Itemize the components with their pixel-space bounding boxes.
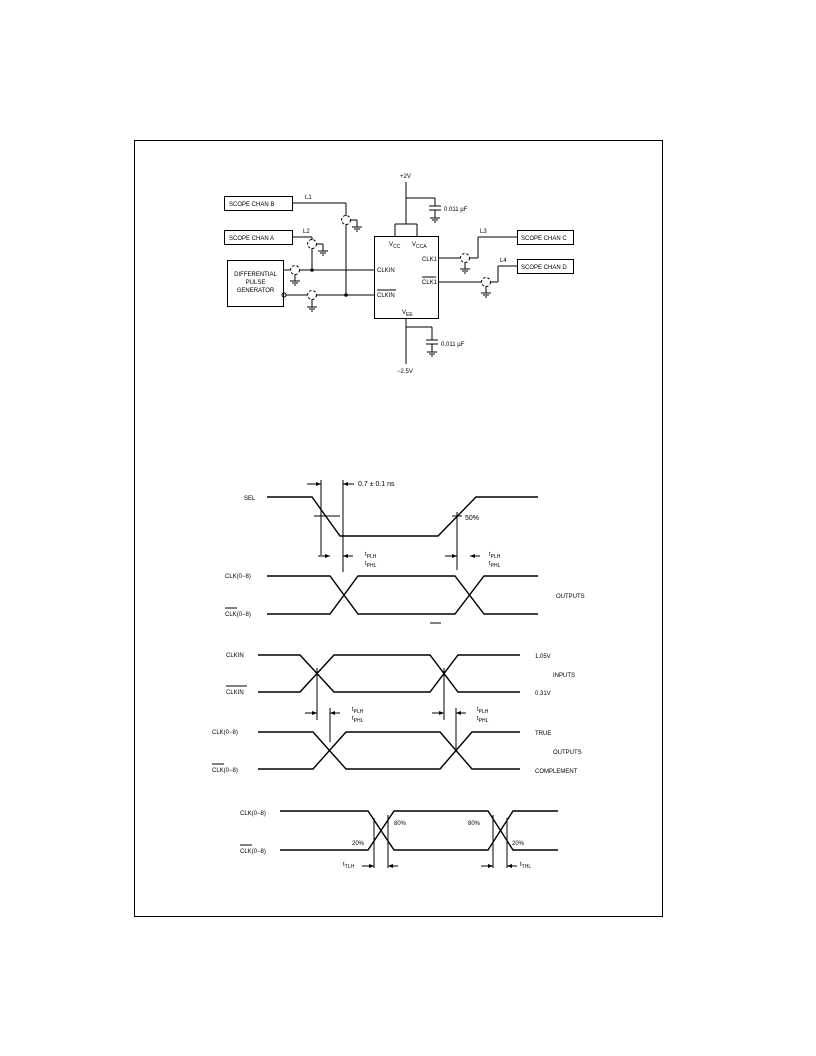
clkin-label: CLKIN [226, 653, 244, 659]
clk-label-3: CLK(0−8) [240, 811, 266, 817]
tplh-label-2: tPLH [489, 552, 501, 560]
v-high-label: 1.05V [535, 654, 551, 660]
ground-symbol [290, 280, 300, 286]
pct80-label-1: 80% [394, 821, 407, 827]
capacitor-top-label: 0.011 μF [444, 207, 468, 213]
scope-chan-d-box [517, 259, 574, 274]
complement-label: COMPLEMENT [535, 769, 578, 775]
coax-connector-c [460, 253, 470, 263]
supply-top-label: +2V [400, 174, 411, 180]
v-low-label: 0.31V [535, 691, 551, 697]
capacitor-top [429, 205, 441, 223]
scope-chan-c-box [517, 230, 574, 245]
tthl-label: tTHL [520, 862, 531, 870]
tphl-label-1: tPHL [365, 561, 377, 569]
ground-symbol [460, 268, 470, 274]
pulse-generator-line1: DIFFERENTIAL [234, 272, 277, 278]
true-label: TRUE [535, 731, 551, 737]
pulse-generator-line3: GENERATOR [237, 288, 275, 294]
outputs-label: OUTPUTS [556, 594, 585, 600]
scope-chan-a-label: SCOPE CHAN A [229, 236, 274, 242]
clk-bar-label-2: CLK(0−8) [212, 768, 238, 774]
ground-symbol [481, 292, 491, 298]
clkin-bar-label: CLKIN [226, 690, 244, 696]
scope-chan-d-label: SCOPE CHAN D [521, 265, 567, 271]
coax-connector-d [481, 277, 491, 287]
clk-bar-waveform [267, 575, 538, 615]
coax-connector-clkin [290, 265, 300, 275]
l1-label: L1 [305, 195, 312, 201]
pulse-generator-box [227, 260, 284, 307]
ttlh-label: tTLH [343, 862, 355, 870]
clk-bar-label: CLK(0−8) [225, 612, 251, 618]
pct80-label-2: 80% [468, 821, 481, 827]
clk-bar-edge-waveform [280, 810, 558, 851]
timing-clkin-diagram: CLKIN CLKIN 1.05V INPUTS 0.31V tPLH tPHL… [212, 653, 582, 775]
clk-label-2: CLK(0−8) [212, 730, 238, 736]
supply-bottom-label: −2.5V [397, 369, 413, 375]
l3-label: L3 [480, 229, 487, 235]
pct50-label: 50% [465, 515, 479, 522]
clk-bar-label-3: CLK(0−8) [240, 849, 266, 855]
l4-label: L4 [500, 258, 507, 264]
pin-clk1-bar: CLK1 [422, 280, 438, 286]
clk-true-waveform [258, 731, 520, 770]
capacitor-bottom-label: 0.011 μF [441, 342, 465, 348]
capacitor-bottom [426, 339, 438, 357]
timing-sel-diagram: SEL 0.7 ± 0.1 ns 50% tPLH tPHL tPLH tPHL… [225, 480, 585, 624]
pin-vcc: VCC [389, 242, 401, 250]
ground-symbol [318, 250, 328, 256]
outputs-label-2: OUTPUTS [553, 750, 582, 756]
pct20-label-2: 20% [512, 841, 525, 847]
pin-clkin-bar: CLKIN [377, 293, 395, 299]
pin-clkin: CLKIN [377, 268, 395, 274]
sel-waveform [267, 496, 538, 537]
skew-label: 0.7 ± 0.1 ns [358, 481, 395, 488]
tplh-label-3: tPLH [352, 707, 364, 715]
clkin-bar-waveform [258, 654, 520, 693]
ground-symbol [307, 306, 317, 312]
l2-label: L2 [303, 229, 310, 235]
pin-vee: VEE [402, 310, 413, 318]
page-frame [134, 140, 663, 917]
test-circuit: +2V 0.011 μF VCC VCCA CLKIN CLKIN CLK1 C… [224, 174, 574, 375]
clk-waveform [267, 575, 538, 615]
pin-clk1: CLK1 [422, 257, 438, 263]
tphl-label-4: tPHL [477, 716, 489, 724]
clk-label: CLK(0−8) [225, 574, 251, 580]
ground-symbol [352, 226, 362, 232]
coax-connector-a [307, 239, 317, 249]
inputs-label: INPUTS [553, 673, 575, 679]
tplh-label-4: tPLH [477, 707, 489, 715]
sel-label: SEL [244, 496, 256, 502]
scope-chan-b-label: SCOPE CHAN B [229, 202, 274, 208]
pct20-label-1: 20% [352, 841, 365, 847]
coax-connector-clkin-bar [307, 290, 317, 300]
scope-chan-c-label: SCOPE CHAN C [521, 236, 567, 242]
timing-edge-diagram: CLK(0−8) CLK(0−8) 80% 20% 80% 20% tTLH t… [240, 810, 558, 870]
clkin-waveform [258, 654, 520, 693]
clk-edge-waveform [280, 810, 558, 851]
clk-complement-waveform [258, 731, 520, 770]
coax-connector-b [341, 215, 351, 225]
pin-vcca: VCCA [412, 242, 427, 250]
tphl-label-2: tPHL [489, 561, 501, 569]
pulse-generator-line2: PULSE [246, 280, 266, 286]
tphl-label-3: tPHL [352, 716, 364, 724]
tplh-label-1: tPLH [365, 552, 377, 560]
